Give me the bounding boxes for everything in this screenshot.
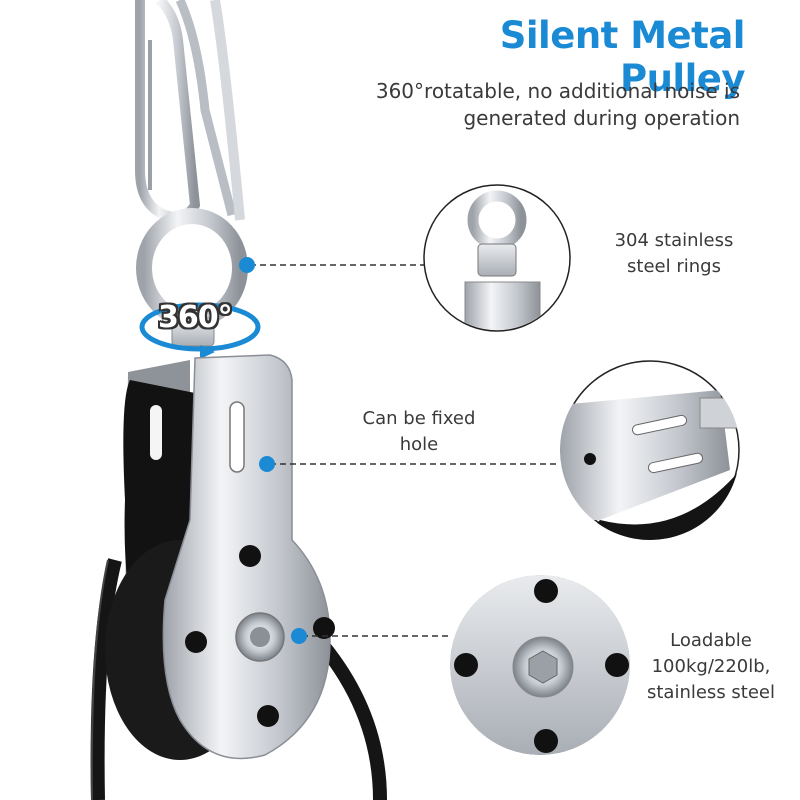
- callout-line: 100kg/220lb,: [651, 656, 771, 677]
- callout-load-capacity: Loadable 100kg/220lb, stainless steel: [636, 628, 786, 706]
- subtitle-line: generated during operation: [463, 106, 740, 130]
- callout-steel-rings: 304 stainless steel rings: [604, 228, 744, 280]
- detail-ring-circle: [423, 184, 571, 332]
- subtitle-line: 360°rotatable, no additional noise is: [375, 79, 740, 103]
- callout-fixed-hole: Can be fixed hole: [350, 406, 488, 458]
- callout-line: Loadable: [670, 630, 752, 651]
- pulley-body: [105, 354, 335, 760]
- detail-hole-circle: [560, 360, 740, 540]
- callout-line: stainless steel: [646, 682, 775, 703]
- carabiner-hook: [135, 0, 245, 222]
- callout-line: Can be fixed: [362, 408, 476, 429]
- callout-line: hole: [399, 434, 439, 455]
- rotation-badge: 360°: [158, 300, 233, 335]
- callout-pointers: [239, 257, 560, 644]
- page-title: Silent Metal Pulley: [499, 14, 746, 100]
- callout-line: steel rings: [627, 256, 721, 277]
- rotation-arrow-icon: [139, 302, 261, 359]
- callout-line: 304 stainless: [614, 230, 734, 251]
- detail-axle-circle: [450, 575, 630, 755]
- subtitle: 360°rotatable, no additional noise is ge…: [340, 78, 740, 132]
